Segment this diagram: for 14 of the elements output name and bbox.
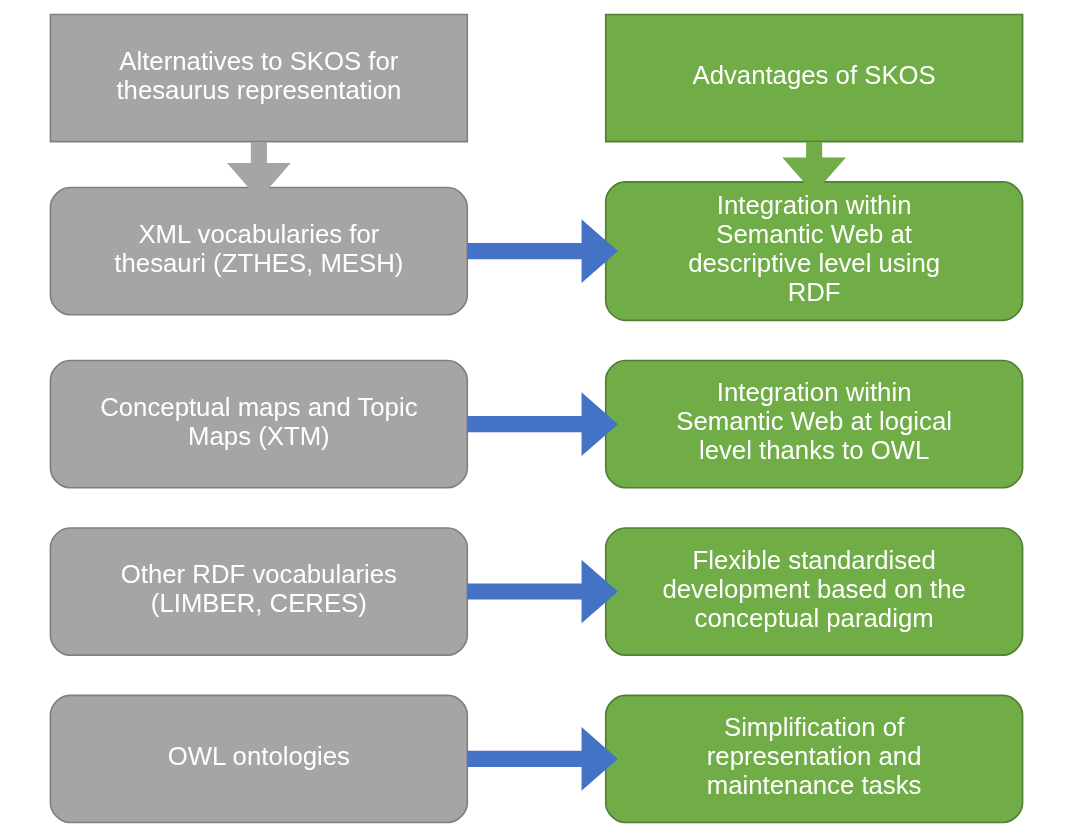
node-box: Conceptual maps and Topic Maps (XTM): [49, 359, 469, 489]
node-box: XML vocabularies for thesauri (ZTHES, MESH): [49, 186, 469, 316]
node-box: Advantages of SKOS: [604, 13, 1024, 143]
arrow: [467, 727, 618, 791]
node-box: Other RDF vocabularies (LIMBER, CERES): [49, 527, 469, 656]
node-box: Simplification of representation and maintenance tasks: [604, 694, 1024, 824]
node-box: Alternatives to SKOS for thesaurus representation: [49, 13, 469, 143]
arrow: [467, 392, 618, 456]
node-box: Flexible standardised development based on the conceptual paradigm: [604, 527, 1024, 656]
node-box: Integration within Semantic Web at descriptive level using RDF: [604, 181, 1024, 322]
node-box: OWL ontologies: [49, 694, 469, 824]
node-box: Integration within Semantic Web at logical level thanks to OWL: [604, 359, 1024, 489]
arrow: [467, 219, 618, 283]
arrow: [467, 559, 618, 624]
